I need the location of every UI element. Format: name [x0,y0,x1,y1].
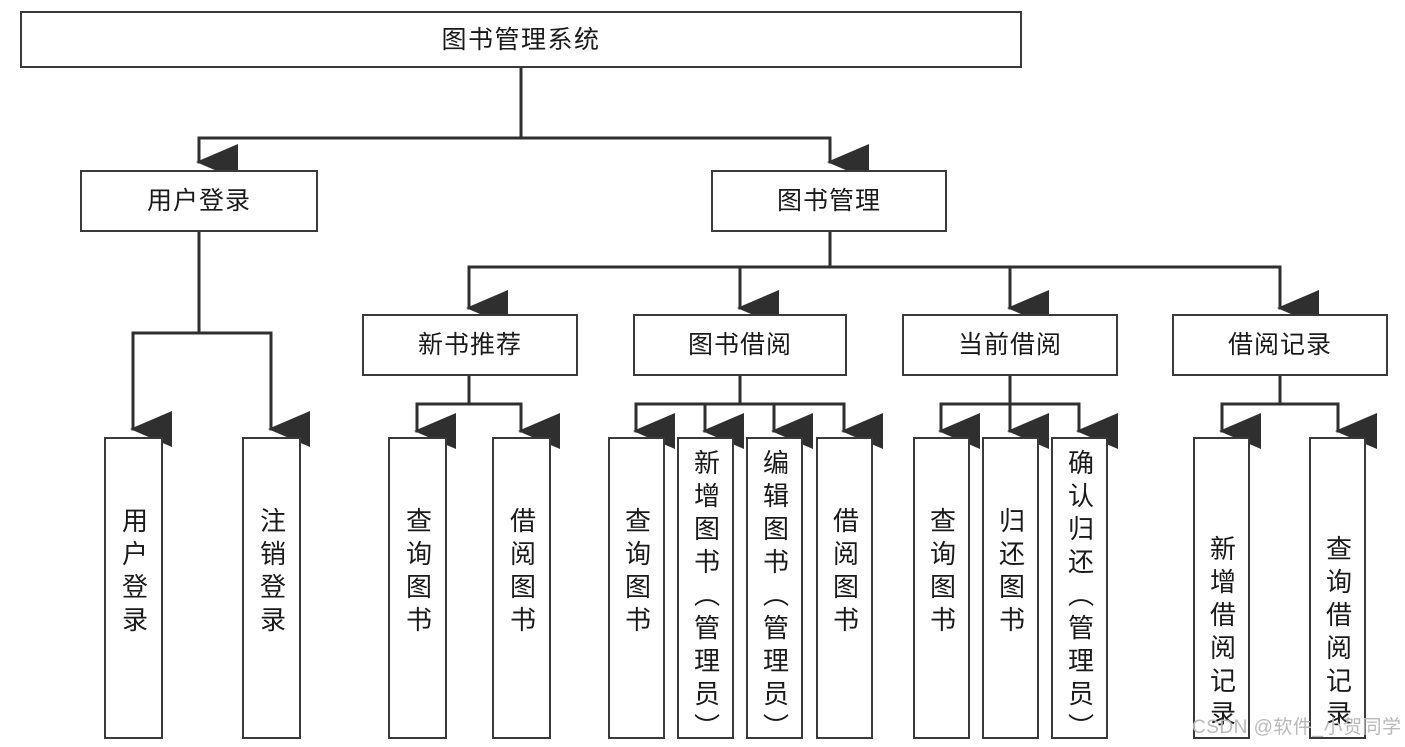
node-borrow-records-label: 借阅记录 [1227,331,1332,359]
csdn-watermark: CSDN @软件_小贺同学 [1192,717,1402,738]
node-leaf-add-borrow-record[interactable]: 新增借阅记录 [1193,437,1250,739]
node-new-book-recommend[interactable]: 新书推荐 [362,314,578,376]
node-user-login-label: 用户登录 [146,187,251,215]
node-leaf-borrow-book-new-label: 借阅图书 [506,507,537,639]
node-root-label: 图书管理系统 [441,25,601,54]
node-leaf-logout[interactable]: 注销登录 [242,437,301,739]
node-leaf-return-book[interactable]: 归还图书 [982,437,1039,739]
node-user-login[interactable]: 用户登录 [80,170,318,232]
node-leaf-add-book-admin-label: 新增图书（管理员） [690,449,721,746]
node-current-borrow[interactable]: 当前借阅 [902,314,1118,376]
node-borrow-records[interactable]: 借阅记录 [1172,314,1388,376]
node-leaf-return-book-label: 归还图书 [995,507,1026,639]
node-leaf-user-login-label: 用户登录 [118,507,149,639]
node-leaf-add-borrow-record-label: 新增借阅记录 [1206,535,1237,733]
node-leaf-logout-label: 注销登录 [256,507,287,639]
node-leaf-confirm-return-admin[interactable]: 确认归还（管理员） [1051,437,1108,746]
node-leaf-user-login[interactable]: 用户登录 [104,437,163,739]
node-book-borrow[interactable]: 图书借阅 [633,314,847,376]
node-leaf-query-book-new[interactable]: 查询图书 [388,437,447,739]
node-current-borrow-label: 当前借阅 [957,331,1062,359]
node-leaf-borrow-book[interactable]: 借阅图书 [816,437,873,739]
node-leaf-query-borrow-record-label: 查询借阅记录 [1322,535,1353,733]
node-leaf-edit-book-admin-label: 编辑图书（管理员） [759,449,790,746]
node-leaf-query-book-current[interactable]: 查询图书 [913,437,970,739]
node-leaf-borrow-book-new[interactable]: 借阅图书 [492,437,551,739]
node-leaf-edit-book-admin[interactable]: 编辑图书（管理员） [746,437,803,746]
node-root[interactable]: 图书管理系统 [20,11,1022,68]
node-book-management[interactable]: 图书管理 [711,170,947,232]
node-new-book-recommend-label: 新书推荐 [417,331,522,359]
node-leaf-confirm-return-admin-label: 确认归还（管理员） [1064,449,1095,746]
node-leaf-query-borrow-record[interactable]: 查询借阅记录 [1309,437,1366,739]
node-leaf-borrow-book-label: 借阅图书 [829,507,860,639]
node-leaf-query-book-borrow[interactable]: 查询图书 [608,437,665,739]
node-book-borrow-label: 图书借阅 [687,331,792,359]
node-leaf-query-book-new-label: 查询图书 [402,507,433,639]
node-leaf-query-book-current-label: 查询图书 [926,507,957,639]
node-book-management-label: 图书管理 [776,187,881,215]
node-leaf-query-book-borrow-label: 查询图书 [621,507,652,639]
node-leaf-add-book-admin[interactable]: 新增图书（管理员） [677,437,734,746]
